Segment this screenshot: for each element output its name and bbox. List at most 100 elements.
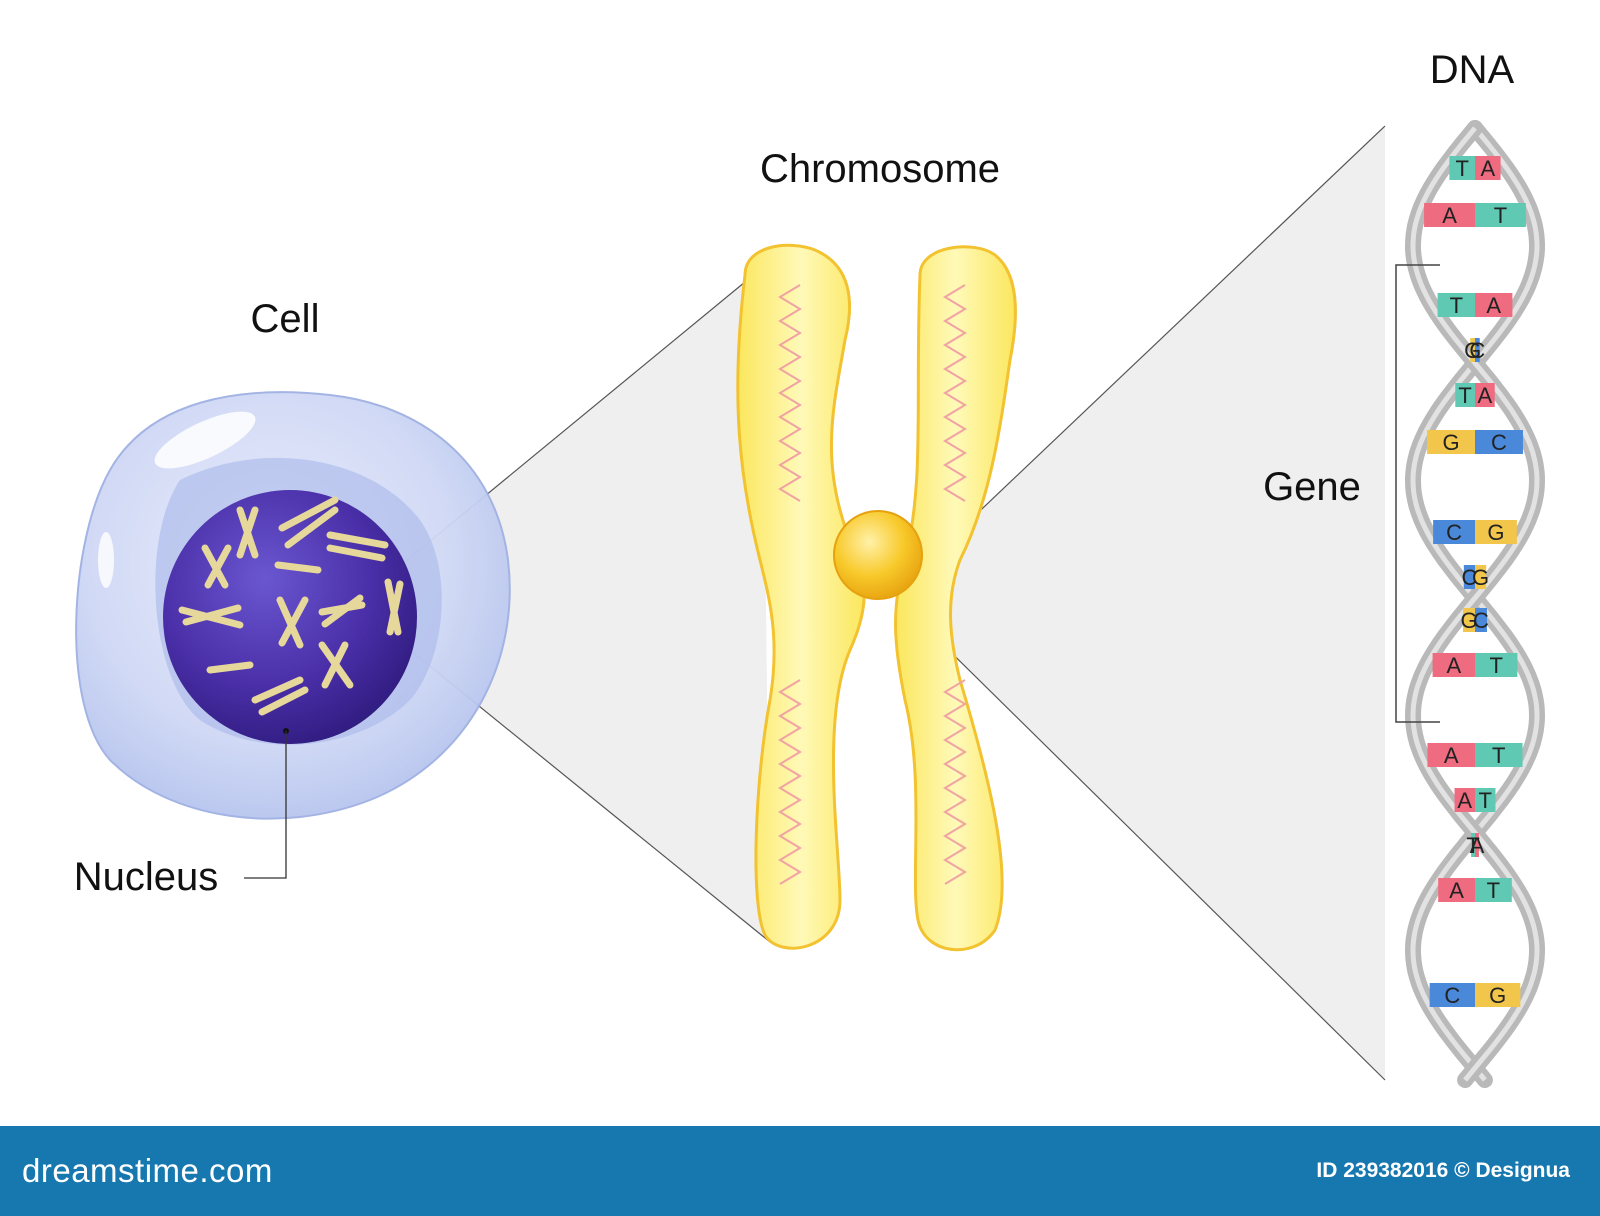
base-right bbox=[1475, 878, 1512, 902]
base-left-letter: G bbox=[1460, 608, 1477, 633]
zoom-cone-edge-top-dna bbox=[904, 125, 1386, 583]
base-pair: TA bbox=[1466, 833, 1485, 858]
base-left-letter: T bbox=[1455, 156, 1468, 181]
base-right-letter: G bbox=[1487, 520, 1504, 545]
zoom-cone-edge-bottom-dna bbox=[909, 611, 1386, 1081]
base-left bbox=[1470, 338, 1475, 362]
base-left bbox=[1449, 156, 1475, 180]
base-right bbox=[1475, 608, 1487, 632]
base-left bbox=[1454, 788, 1475, 812]
base-left bbox=[1424, 203, 1475, 227]
base-left-letter: C bbox=[1444, 983, 1460, 1008]
dna-strand-b bbox=[1404, 120, 1546, 1088]
chromosome-right-chromatid bbox=[894, 245, 1017, 952]
dna-label: DNA bbox=[1430, 48, 1515, 92]
base-right-letter: A bbox=[1470, 833, 1485, 858]
base-left-letter: A bbox=[1444, 743, 1459, 768]
base-right-letter: A bbox=[1478, 383, 1493, 408]
cell bbox=[75, 391, 511, 879]
base-pair: GC bbox=[1464, 338, 1485, 363]
base-left bbox=[1437, 293, 1475, 317]
base-right-letter: A bbox=[1480, 156, 1495, 181]
footer-brand: dreamstime.com bbox=[22, 1152, 273, 1189]
base-right-letter: G bbox=[1472, 565, 1489, 590]
base-right-letter: C bbox=[1469, 338, 1485, 363]
chromatin-coils bbox=[778, 284, 967, 885]
base-left bbox=[1433, 520, 1475, 544]
base-right-letter: A bbox=[1486, 293, 1501, 318]
dna-strand-b-highlight bbox=[1410, 126, 1540, 1082]
nucleus-label: Nucleus bbox=[74, 855, 219, 899]
base-left-letter: T bbox=[1458, 383, 1471, 408]
base-right bbox=[1475, 203, 1526, 227]
gene-bracket bbox=[1395, 264, 1440, 723]
base-left bbox=[1427, 430, 1475, 454]
base-left-letter: A bbox=[1449, 878, 1464, 903]
zoom-cone-nucleus-to-chromosome bbox=[395, 268, 770, 942]
base-right bbox=[1475, 383, 1495, 407]
base-pair: GC bbox=[1460, 608, 1489, 633]
base-left-letter: A bbox=[1442, 203, 1457, 228]
base-right bbox=[1475, 833, 1479, 857]
base-right-letter: T bbox=[1492, 743, 1505, 768]
base-right bbox=[1475, 430, 1523, 454]
base-left-letter: C bbox=[1446, 520, 1462, 545]
base-right bbox=[1475, 520, 1517, 544]
base-pair: CG bbox=[1461, 565, 1489, 590]
base-left-letter: G bbox=[1464, 338, 1481, 363]
base-left bbox=[1438, 878, 1475, 902]
base-right bbox=[1475, 983, 1521, 1007]
base-right bbox=[1475, 338, 1480, 362]
base-left-letter: C bbox=[1461, 565, 1477, 590]
base-right bbox=[1475, 653, 1518, 677]
centromere bbox=[833, 510, 923, 600]
footer-credit: ID 239382016 © Designua bbox=[1316, 1159, 1570, 1182]
base-left bbox=[1427, 743, 1475, 767]
nucleus-chromosomes bbox=[178, 496, 404, 716]
base-right-letter: T bbox=[1489, 653, 1502, 678]
base-left-letter: A bbox=[1446, 653, 1461, 678]
base-right bbox=[1475, 743, 1523, 767]
base-left-letter: G bbox=[1442, 430, 1459, 455]
base-left bbox=[1463, 565, 1475, 589]
base-right bbox=[1475, 565, 1487, 589]
base-right-letter: G bbox=[1489, 983, 1506, 1008]
cell-label: Cell bbox=[251, 297, 320, 341]
base-left bbox=[1471, 833, 1475, 857]
base-right bbox=[1475, 156, 1501, 180]
base-right-letter: T bbox=[1479, 788, 1492, 813]
zoom-cone-chromosome-to-dna bbox=[905, 126, 1385, 1080]
gene-label: Gene bbox=[1263, 465, 1361, 509]
base-left bbox=[1432, 653, 1475, 677]
base-right bbox=[1475, 293, 1513, 317]
cell-highlight bbox=[154, 411, 256, 469]
base-right-letter: C bbox=[1491, 430, 1507, 455]
footer-bar: dreamstime.com ID 239382016 © Designua bbox=[0, 1126, 1600, 1216]
cell-highlight-small bbox=[98, 532, 114, 588]
chromosome-left-chromatid bbox=[736, 243, 866, 950]
base-right-letter: C bbox=[1473, 608, 1489, 633]
base-left bbox=[1429, 983, 1475, 1007]
nucleus-leader-line bbox=[244, 731, 287, 879]
base-right bbox=[1475, 788, 1496, 812]
base-left bbox=[1463, 608, 1475, 632]
chromosome-label: Chromosome bbox=[760, 147, 1000, 191]
base-left bbox=[1455, 383, 1475, 407]
base-left-letter: A bbox=[1457, 788, 1472, 813]
chromosome bbox=[736, 243, 1017, 952]
base-right-letter: T bbox=[1494, 203, 1507, 228]
base-right-letter: T bbox=[1487, 878, 1500, 903]
